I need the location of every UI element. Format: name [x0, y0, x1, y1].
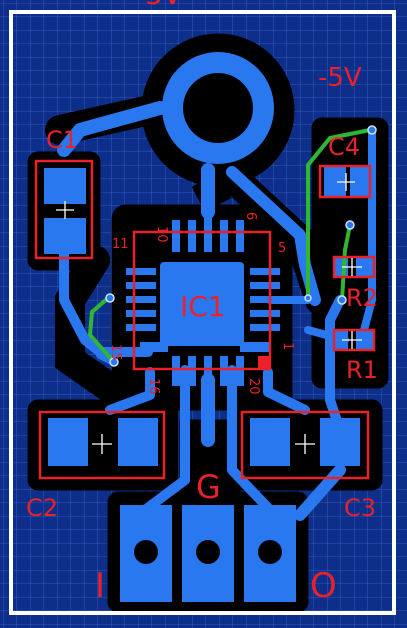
c1-pad-top [44, 168, 86, 204]
pin-label-1: 1 [280, 342, 295, 350]
c2-pad-left [48, 418, 88, 466]
pin-label-10: 10 [154, 226, 169, 243]
board-outline [9, 10, 396, 615]
c4-pad-right [350, 166, 372, 198]
r1-outline [332, 328, 376, 352]
vias [105, 125, 377, 367]
c2-outline [38, 410, 166, 480]
r1-pad-left [334, 330, 348, 350]
label-c4: C4 [328, 133, 360, 161]
ic1-outline [132, 230, 272, 371]
connector-holes [134, 540, 282, 564]
pin-label-16: 16 [146, 378, 161, 395]
label-o: O [310, 566, 337, 606]
centroid-markers [56, 173, 362, 454]
pin-label-6: 6 [243, 212, 258, 220]
mounting-hole [183, 73, 253, 143]
r2-pad-right [356, 258, 374, 278]
pin-label-20: 20 [246, 378, 261, 395]
top-layer-traces [87, 128, 372, 362]
label-g: G [196, 468, 221, 506]
c3-pad-left [250, 418, 290, 466]
label-c3: C3 [344, 494, 376, 522]
c1-outline [34, 159, 94, 260]
label-r1: R1 [346, 356, 378, 384]
label-r2: R2 [346, 284, 378, 312]
ic1-exposed-pad [160, 262, 244, 346]
label-c2: C2 [26, 494, 58, 522]
label-c1: C1 [46, 126, 78, 154]
silkscreen-outlines [34, 159, 376, 480]
r2-outline [332, 255, 376, 279]
pin-label-5: 5 [278, 241, 286, 256]
top-cut-label: -5V [135, 0, 182, 11]
c4-pad-left [324, 166, 346, 198]
c3-outline [240, 410, 370, 480]
c1-pad-bottom [44, 218, 86, 254]
c2-pad-right [118, 418, 158, 466]
c3-pad-right [320, 418, 360, 466]
c4-outline [318, 164, 372, 199]
pin-label-15: 15 [108, 344, 123, 361]
r1-pad-right [356, 330, 374, 350]
pin-label-11: 11 [112, 237, 129, 252]
ic1-pin1-marker [258, 356, 270, 369]
label-ic1: IC1 [180, 290, 226, 323]
label-minus5v: -5V [318, 63, 362, 93]
label-i: I [95, 566, 105, 606]
